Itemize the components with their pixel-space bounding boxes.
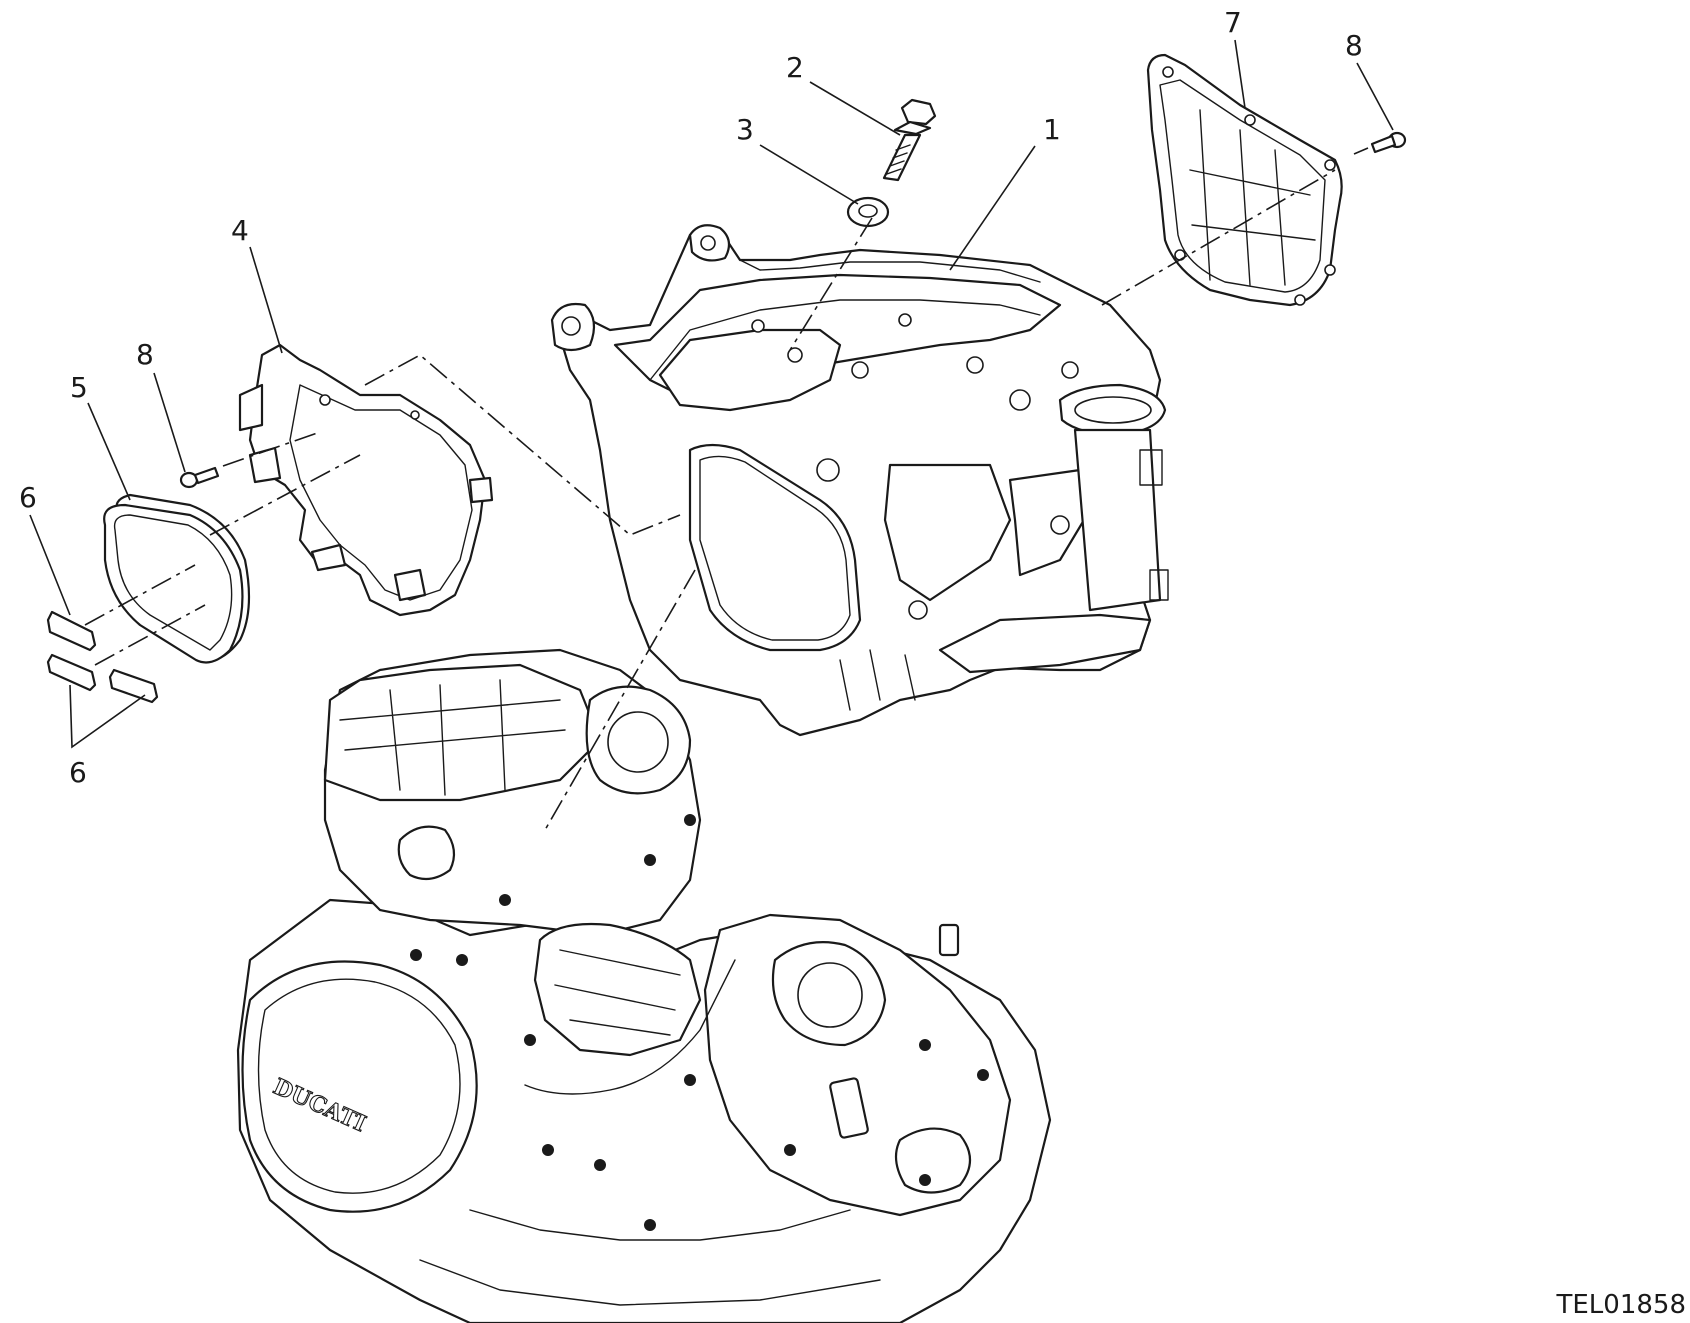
part-3-washer — [846, 196, 890, 228]
callout-8-right: 8 — [1345, 29, 1363, 62]
callout-6-top: 6 — [19, 481, 37, 514]
part-8-screw-right — [1370, 131, 1407, 154]
callout-1: 1 — [1043, 113, 1061, 146]
callout-leaders — [29, 39, 1394, 749]
callout-8-left: 8 — [136, 338, 154, 371]
callout-6-bottom: 6 — [69, 756, 87, 789]
part-8-screw-left — [179, 466, 220, 489]
part-4-bracket — [238, 343, 494, 617]
part-2-bolt — [882, 98, 937, 182]
main-frame — [550, 224, 1169, 737]
part-6-pads — [46, 610, 159, 704]
assembly-center-lines — [84, 147, 1369, 831]
part-5-band — [103, 493, 251, 664]
engine-assembly: DUCATI — [236, 648, 1052, 1323]
part-7-cover — [1146, 53, 1343, 307]
callout-4: 4 — [231, 214, 249, 247]
engine-bolts — [410, 814, 989, 1231]
callout-7: 7 — [1224, 6, 1242, 39]
callout-2: 2 — [786, 51, 804, 84]
drawing-code: TEL01858 — [1555, 1290, 1686, 1320]
callout-5: 5 — [70, 371, 88, 404]
callout-3: 3 — [736, 113, 754, 146]
callout-numbers: 1 2 3 4 5 6 6 7 8 8 — [19, 6, 1363, 789]
